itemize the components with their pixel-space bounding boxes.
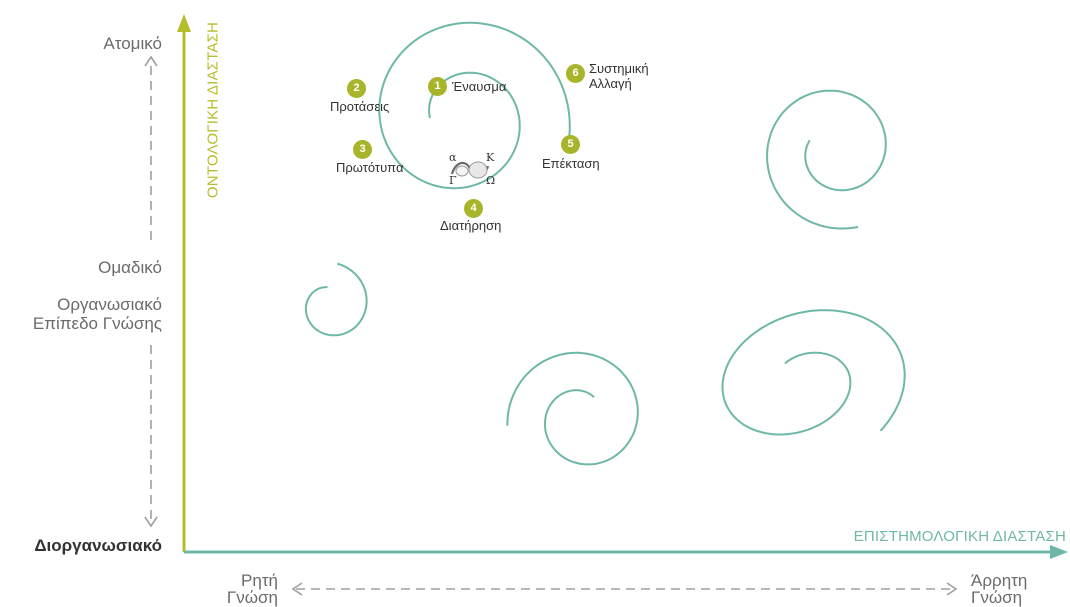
logo-letter-a: α: [449, 151, 457, 164]
step-label-4: Διατήρηση: [440, 218, 502, 233]
tacit-knowledge-line1: Άρρητη: [971, 571, 1028, 590]
step-badge-4: 4: [464, 199, 483, 218]
level-group: Ομαδικό: [98, 258, 162, 277]
level-interorganizational: Διοργανωσιακό: [34, 536, 162, 555]
spiral-bottom-center: [506, 351, 639, 466]
step-badge-5: 5: [561, 135, 580, 154]
spirals-group: [304, 21, 906, 466]
step-badge-3: 3: [353, 140, 372, 159]
logo-icon: α Κ Γ Ω: [449, 151, 495, 187]
step-badge-2: 2: [347, 79, 366, 98]
level-individual: Ατομικό: [103, 34, 162, 53]
spiral-left: [304, 262, 368, 337]
explicit-knowledge-line1: Ρητή: [241, 571, 278, 590]
dashed-arrow-horizontal-icon: [291, 582, 958, 596]
main-spiral: [378, 21, 571, 190]
step-label-6-line2: Αλλαγή: [589, 76, 632, 91]
vertical-axis-arrowhead: [177, 14, 191, 32]
step-label-1: Έναυσμα: [452, 79, 507, 94]
tacit-knowledge-line2: Γνώση: [971, 588, 1023, 607]
step-badge-1: 1: [428, 77, 447, 96]
step-label-6-line1: Συστημική: [589, 61, 649, 76]
horizontal-axis-arrowhead: [1050, 545, 1068, 559]
horizontal-axis-title: ΕΠΙΣΤΗΜΟΛΟΓΙΚΗ ΔΙΑΣΤΑΣΗ: [853, 528, 1066, 545]
level-organizational-line2: Επίπεδο Γνώσης: [32, 314, 162, 333]
logo-letter-g: Γ: [449, 174, 457, 187]
step-label-3: Πρωτότυπα: [336, 160, 404, 175]
logo-letter-k: Κ: [486, 151, 495, 164]
dashed-arrow-vertical-icon: [144, 55, 158, 528]
step-badge-6: 6: [566, 64, 585, 83]
step-label-2: Προτάσεις: [330, 99, 390, 114]
spiral-bottom-right: [721, 309, 906, 436]
level-organizational-line1: Οργανωσιακό: [57, 295, 162, 314]
vertical-axis-title: ΟΝΤΟΛΟΓΙΚΗ ΔΙΑΣΤΑΣΗ: [204, 21, 222, 199]
logo-letter-o: Ω: [486, 174, 495, 187]
spiral-top-right: [766, 89, 887, 230]
step-label-5: Επέκταση: [542, 156, 600, 171]
explicit-knowledge-line2: Γνώση: [226, 588, 278, 607]
